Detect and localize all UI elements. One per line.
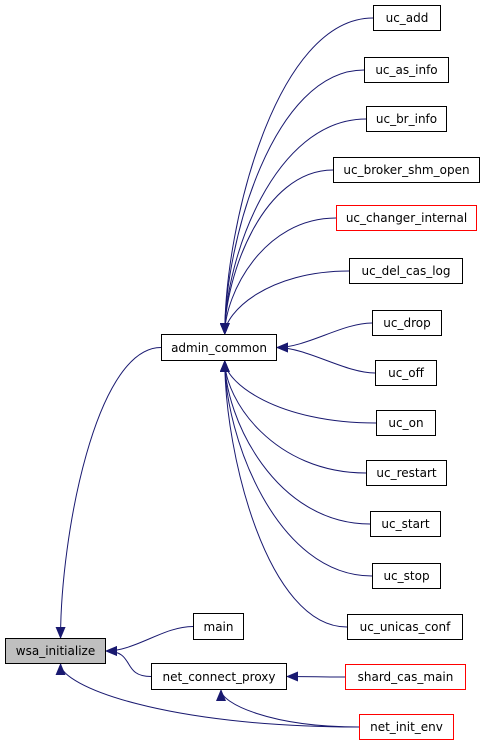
edge-uc_del_cas_log-to-admin_common <box>219 270 350 335</box>
edge-net_init_env-to-wsa_initialize <box>55 663 360 728</box>
node-shard-cas-main[interactable]: shard_cas_main <box>345 664 466 690</box>
edge-uc_changer_internal-to-admin_common <box>219 217 337 335</box>
edge-uc_stop-to-admin_common <box>219 360 373 577</box>
edge-admin_common-to-wsa_initialize <box>55 347 162 639</box>
edge-main-to-wsa_initialize <box>105 626 194 656</box>
node-uc-add[interactable]: uc_add <box>373 5 441 31</box>
node-uc-as-info[interactable]: uc_as_info <box>364 57 449 83</box>
node-wsa-initialize: wsa_initialize <box>5 638 106 664</box>
node-net-connect-proxy[interactable]: net_connect_proxy <box>151 663 287 690</box>
node-net-init-env[interactable]: net_init_env <box>359 714 454 740</box>
node-uc-broker-shm-open[interactable]: uc_broker_shm_open <box>333 157 480 183</box>
node-uc-restart[interactable]: uc_restart <box>366 460 447 486</box>
node-uc-off[interactable]: uc_off <box>375 360 437 386</box>
node-uc-drop[interactable]: uc_drop <box>372 310 442 336</box>
edge-net_init_env-to-net_connect_proxy <box>216 689 360 728</box>
edge-uc_unicas_conf-to-admin_common <box>219 360 348 628</box>
edge-uc_drop-to-admin_common <box>276 322 373 353</box>
edge-uc_add-to-admin_common <box>219 17 374 335</box>
edge-uc_broker_shm_open-to-admin_common <box>219 169 334 335</box>
node-uc-unicas-conf[interactable]: uc_unicas_conf <box>347 614 463 640</box>
edge-uc_off-to-admin_common <box>276 342 376 374</box>
edge-uc_restart-to-admin_common <box>219 360 367 474</box>
node-uc-br-info[interactable]: uc_br_info <box>366 106 447 132</box>
node-uc-on[interactable]: uc_on <box>376 410 436 436</box>
node-main[interactable]: main <box>193 613 244 640</box>
edge-uc_as_info-to-admin_common <box>219 69 365 335</box>
edge-uc_on-to-admin_common <box>219 360 377 424</box>
node-uc-start[interactable]: uc_start <box>370 511 441 537</box>
edge-uc_start-to-admin_common <box>219 360 371 525</box>
node-uc-del-cas-log[interactable]: uc_del_cas_log <box>349 258 463 284</box>
node-uc-stop[interactable]: uc_stop <box>372 563 441 589</box>
edge-shard_cas_main-to-net_connect_proxy <box>286 671 346 682</box>
node-uc-changer-internal[interactable]: uc_changer_internal <box>336 205 477 231</box>
edge-uc_br_info-to-admin_common <box>219 118 367 335</box>
node-admin-common[interactable]: admin_common <box>161 334 277 361</box>
edge-net_connect_proxy-to-wsa_initialize <box>105 646 152 677</box>
